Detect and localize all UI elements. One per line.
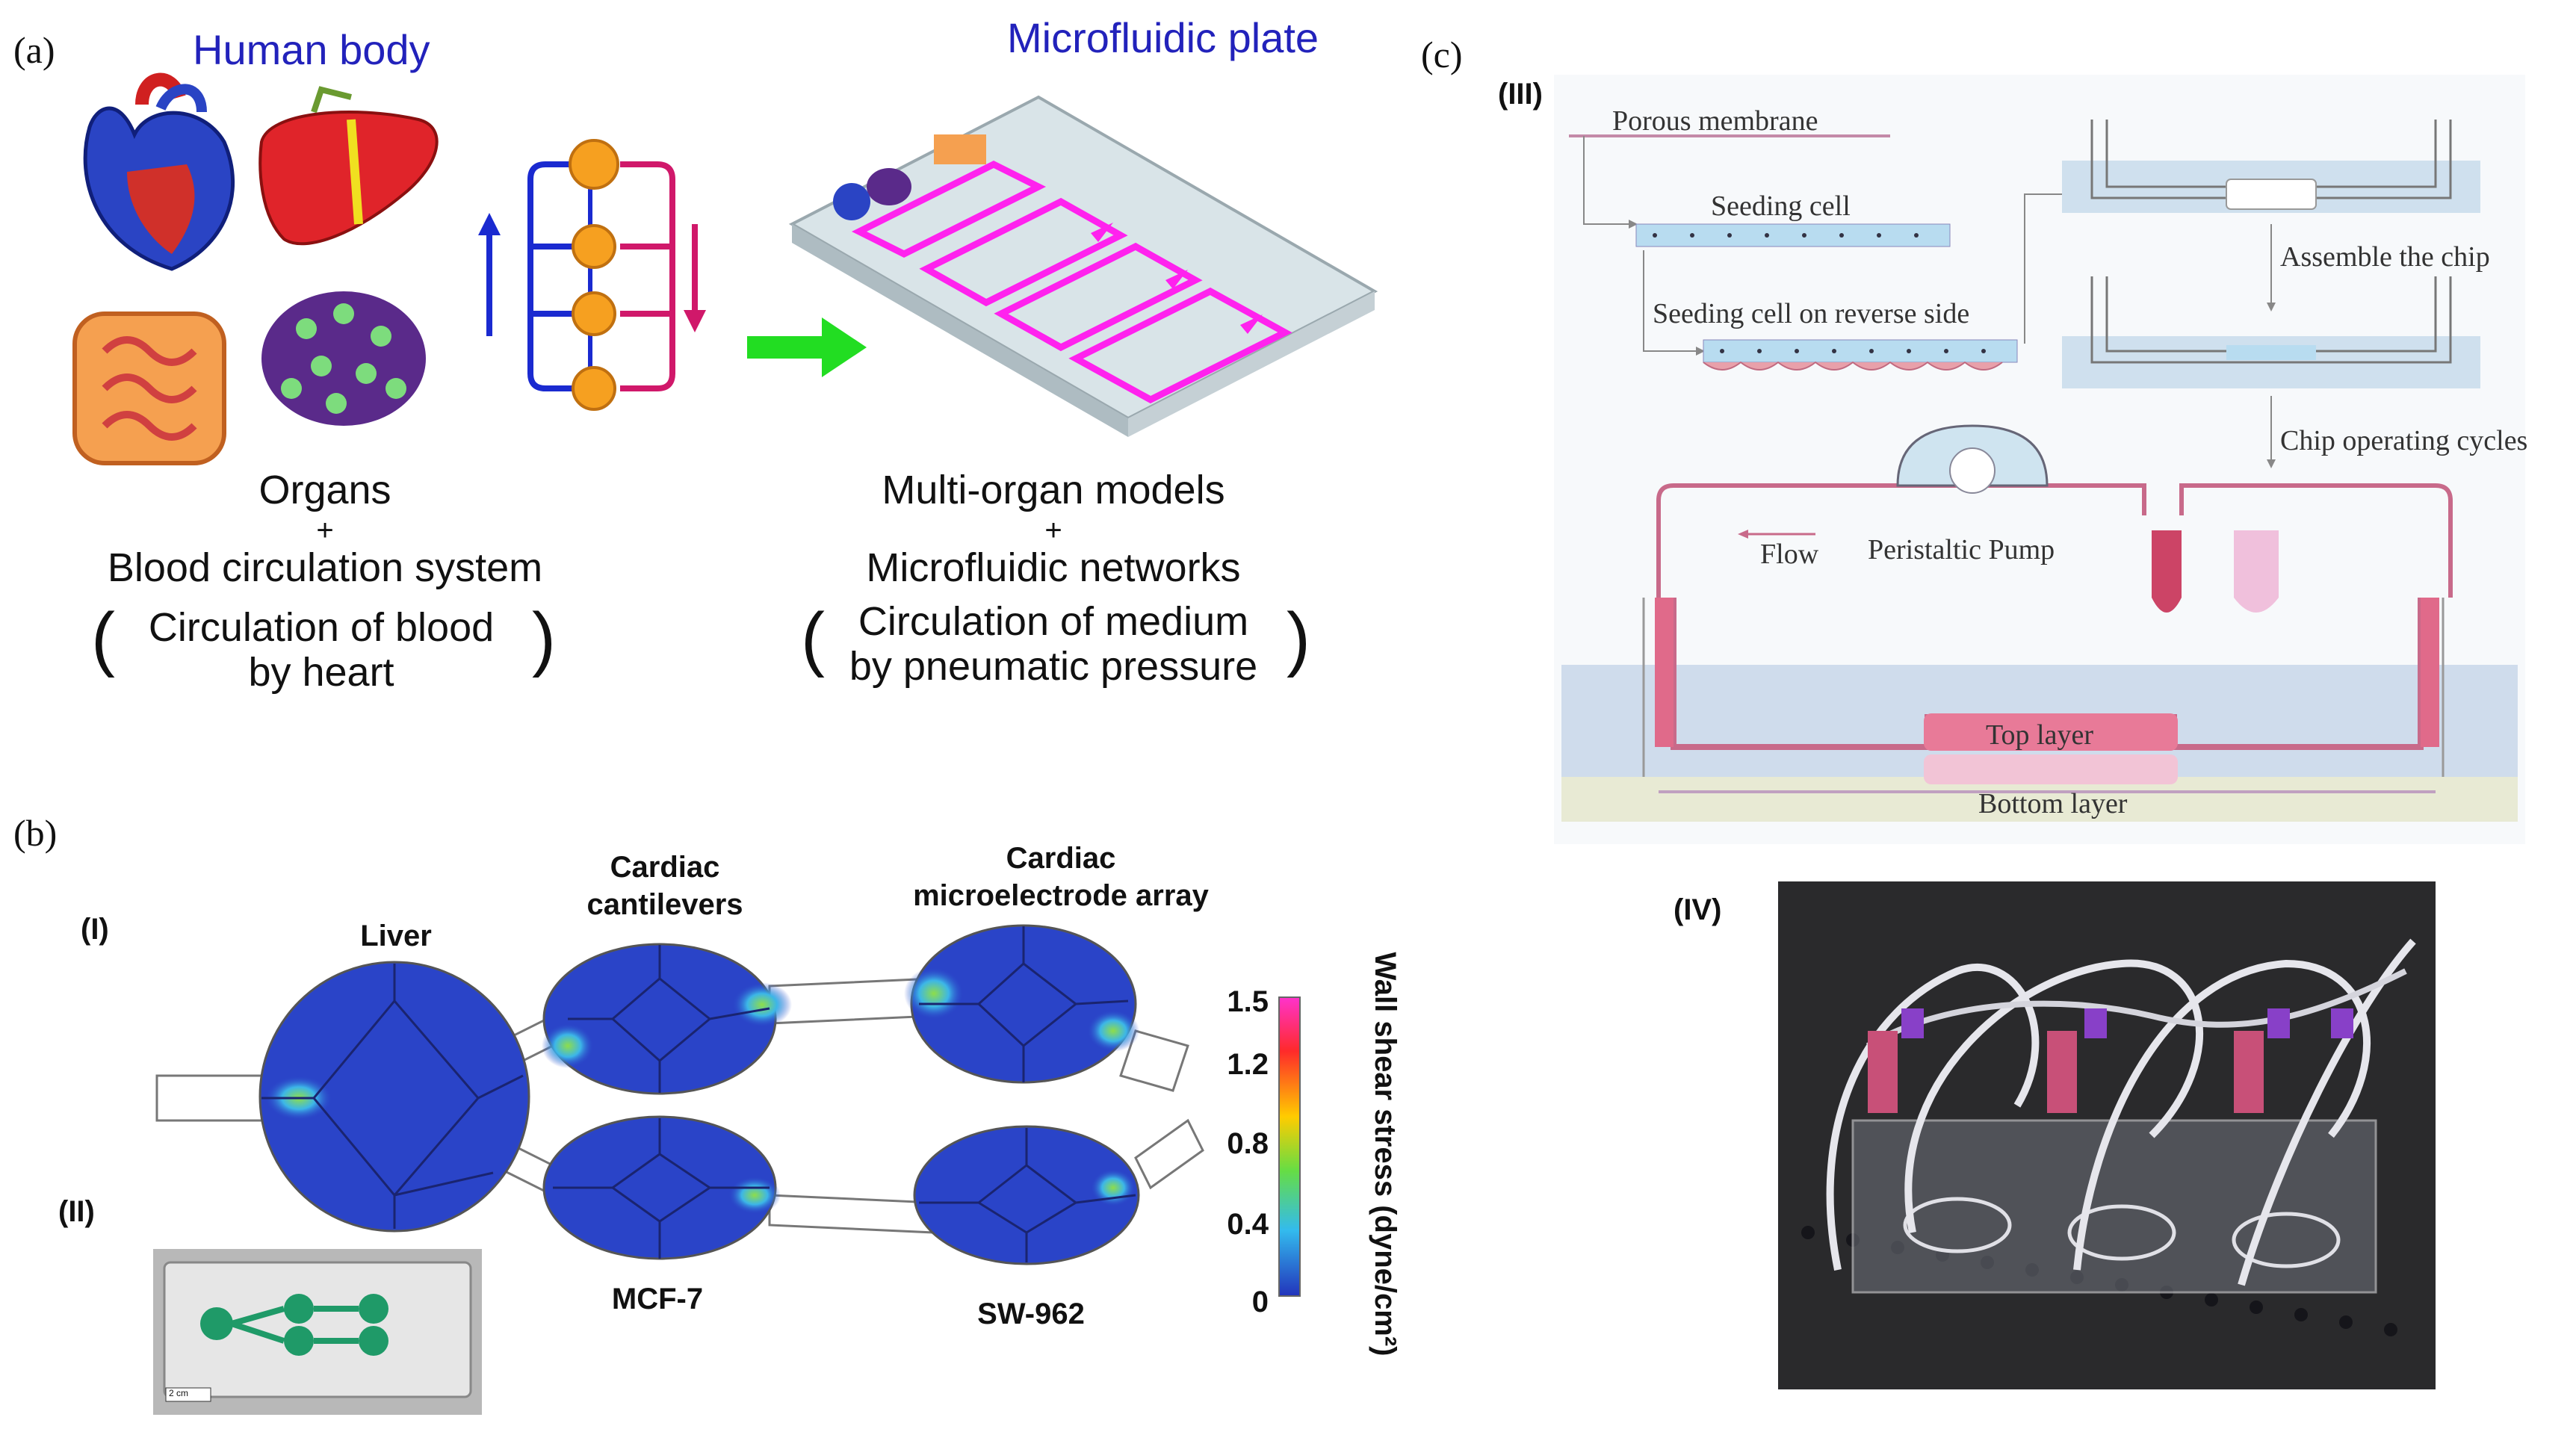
liver-icon (258, 86, 439, 246)
caption-plus-left: + (316, 514, 334, 547)
mcf7-chamber (542, 1115, 781, 1260)
label-liver: Liver (360, 920, 432, 952)
label-cantilevers-1: Cardiac (610, 851, 720, 884)
label-top-layer: Top layer (1986, 719, 2094, 751)
caption-microfluidic-networks: Microfluidic networks (866, 545, 1241, 590)
panel-c-letter: (c) (1421, 34, 1463, 75)
label-assemble-chip: Assemble the chip (2280, 241, 2490, 273)
circulation-schematic (478, 139, 706, 411)
panel-b-letter: (b) (13, 812, 58, 854)
device-photo (153, 1249, 482, 1415)
caption-plus-right: + (1044, 514, 1062, 547)
label-mea-2: microelectrode array (913, 879, 1209, 912)
liver-chamber (258, 961, 530, 1233)
label-sw962: SW-962 (977, 1298, 1085, 1330)
label-porous-membrane: Porous membrane (1612, 105, 1818, 137)
green-arrow-icon (747, 317, 867, 377)
label-III: (III) (1498, 78, 1543, 111)
colorbar-tick-0.8: 0.8 (1227, 1127, 1269, 1160)
scale-bar-label: 2 cm (169, 1388, 189, 1398)
paren-close-right: ) (1287, 598, 1310, 678)
cell-cluster-icon (261, 291, 426, 426)
label-operating-cycles: Chip operating cycles (2280, 425, 2528, 456)
label-peristaltic-pump: Peristaltic Pump (1868, 534, 2055, 565)
label-mcf7: MCF-7 (611, 1283, 704, 1315)
caption-circulation-blood: Circulation of blood (148, 605, 495, 650)
label-seeding-cell: Seeding cell (1711, 190, 1851, 222)
label-flow: Flow (1760, 539, 1819, 570)
cantilevers-chamber (542, 943, 792, 1095)
label-seeding-reverse: Seeding cell on reverse side (1653, 298, 1970, 329)
paren-open-right: ( (801, 598, 825, 678)
heart-icon (83, 72, 235, 271)
human-body-title: Human body (193, 26, 430, 73)
label-cantilevers-2: cantilevers (586, 888, 743, 921)
caption-pneumatic-pressure: by pneumatic pressure (849, 644, 1258, 689)
colorbar-tick-0: 0 (1251, 1286, 1269, 1318)
label-bottom-layer: Bottom layer (1978, 788, 2128, 819)
paren-open-left: ( (91, 598, 115, 678)
microfluidic-plate-title: Microfluidic plate (1007, 14, 1319, 61)
panel-a-letter: (a) (13, 29, 55, 71)
caption-blood-circulation: Blood circulation system (107, 545, 543, 590)
microfluidic-plate (788, 95, 1378, 437)
label-IV: (IV) (1674, 893, 1722, 926)
caption-by-heart: by heart (248, 650, 394, 695)
colorbar-tick-1.5: 1.5 (1227, 985, 1269, 1018)
paren-close-left: ) (532, 598, 556, 678)
label-II: (II) (58, 1195, 95, 1228)
mea-chamber (904, 924, 1139, 1084)
label-I: (I) (81, 913, 109, 946)
caption-organs: Organs (258, 468, 391, 512)
colorbar (1278, 996, 1301, 1297)
colorbar-tick-0.4: 0.4 (1227, 1208, 1269, 1241)
label-mea-1: Cardiac (1006, 842, 1116, 875)
colorbar-tick-1.2: 1.2 (1227, 1048, 1269, 1081)
caption-circulation-medium: Circulation of medium (858, 599, 1249, 644)
intestine-icon (72, 311, 226, 465)
sw962-chamber (913, 1125, 1140, 1265)
caption-multi-organ: Multi-organ models (882, 468, 1225, 512)
